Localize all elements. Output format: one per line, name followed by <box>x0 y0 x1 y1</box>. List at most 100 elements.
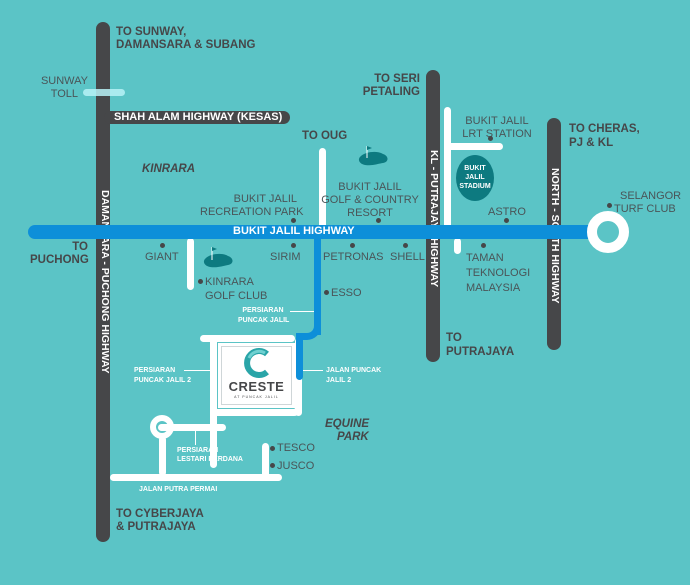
persiaran-puncak-jalil-road <box>314 237 321 335</box>
to-cyberjaya-label-1: TO CYBERJAYA <box>116 508 204 520</box>
lrt-road-vertical <box>444 107 451 235</box>
turf-club-roundabout <box>587 211 629 253</box>
tesco-dot <box>270 446 275 451</box>
stadium-label-3: STADIUM <box>459 183 491 190</box>
to-cyberjaya-label-2: & PUTRAJAYA <box>116 521 196 533</box>
astro-dot <box>504 218 509 223</box>
turf-club-label-1: SELANGOR <box>620 190 682 202</box>
kinrara-golf-label-2: GOLF CLUB <box>205 290 268 302</box>
persiaran-puncak-jalil-2-label-2: PUNCAK JALIL 2 <box>134 377 192 384</box>
lrt-road-horizontal <box>447 143 503 150</box>
persiaran-puncak-jalil-curve <box>296 318 321 340</box>
stadium-label-1: BUKIT <box>464 165 486 172</box>
kesas-highway <box>104 111 290 124</box>
petronas-dot <box>350 243 355 248</box>
jusco-label: JUSCO <box>277 460 315 472</box>
persiaran-puncak-jalil-label-1: PERSIARAN <box>242 307 284 314</box>
damansara-puchong-highway <box>96 22 110 542</box>
esso-dot <box>324 290 329 295</box>
golf-resort-label-3: RESORT <box>347 207 393 219</box>
recreation-park-label-1: BUKIT JALIL <box>233 193 297 205</box>
astro-label: ASTRO <box>488 206 526 218</box>
esso-label: ESSO <box>331 287 362 299</box>
giant-dot <box>160 243 165 248</box>
kl-putrajaya-highway-label: KL - PUTRAJAYA HIGHWAY <box>428 150 440 288</box>
jalan-putra-permai <box>110 474 282 481</box>
sirim-dot <box>291 243 296 248</box>
to-oug-label: TO OUG <box>302 130 348 142</box>
creste-logo-inner-border <box>221 346 292 405</box>
recreation-park-dot <box>291 218 296 223</box>
taman-teknologi-label-1: TAMAN <box>466 252 504 264</box>
giant-label: GIANT <box>145 251 179 263</box>
jalan-puncak-jalil-2-blue <box>296 336 303 380</box>
persiaran-puncak-jalil-2-leader <box>184 370 210 371</box>
persiaran-puncak-jalil-2-left <box>210 338 217 468</box>
bukit-jalil-stadium <box>456 155 494 201</box>
turf-club-label-2: TURF CLUB <box>614 203 676 215</box>
petronas-label: PETRONAS <box>323 251 384 263</box>
taman-teknologi-label-3: MALAYSIA <box>466 282 521 294</box>
to-puchong-label-1: TO <box>72 241 88 253</box>
kinrara-golf-icon <box>203 247 233 268</box>
kinrara-golf-label-1: KINRARA <box>205 276 254 288</box>
golf-resort-dot <box>376 218 381 223</box>
taman-teknologi-label-2: TEKNOLOGI <box>466 267 531 279</box>
lestari-perdana-label-1: PERSIARAN <box>177 447 219 454</box>
to-sunway-label-1: TO SUNWAY, <box>116 26 187 38</box>
jalan-putra-permai-label: JALAN PUTRA PERMAI <box>139 486 218 493</box>
persiaran-puncak-jalil-2-top <box>200 335 295 342</box>
kinrara-golf-road <box>187 238 194 290</box>
to-seri-petaling-label-1: TO SERI <box>374 73 420 85</box>
oug-road <box>319 148 326 234</box>
lestari-perdana-road <box>158 424 226 431</box>
creste-c-icon <box>244 348 269 378</box>
tesco-label: TESCO <box>277 442 315 454</box>
golf-resort-label-1: BUKIT JALIL <box>338 181 402 193</box>
persiaran-puncak-jalil-leader <box>290 311 314 312</box>
creste-block-bottom <box>210 408 302 416</box>
bukit-jalil-highway-label: BUKIT JALIL HIGHWAY <box>233 225 355 237</box>
sirim-label: SIRIM <box>270 251 301 263</box>
to-cheras-label-1: TO CHERAS, <box>569 123 640 135</box>
turf-club-dot <box>607 203 612 208</box>
persiaran-puncak-jalil-label-2: PUNCAK JALIL <box>238 317 290 324</box>
creste-logo-box: CRESTE AT PUNCAK JALIL <box>218 343 295 408</box>
bukit-jalil-highway <box>28 225 608 239</box>
jusco-dot <box>270 463 275 468</box>
lrt-station-label-1: BUKIT JALIL <box>465 115 529 127</box>
jalan-puncak-jalil-2-leader <box>303 370 323 371</box>
creste-tagline: AT PUNCAK JALIL <box>234 395 279 399</box>
golf-course-icon <box>358 146 388 166</box>
damansara-puchong-highway-label: DAMANSARA - PUCHONG HIGHWAY <box>99 190 111 374</box>
lestari-perdana-leader <box>195 431 196 445</box>
sunway-toll-marker <box>83 89 125 96</box>
sunway-toll-label-1: SUNWAY <box>40 75 88 87</box>
persiaran-puncak-jalil-2-label-1: PERSIARAN <box>134 367 176 374</box>
recreation-park-label-2: RECREATION PARK <box>200 206 304 218</box>
to-puchong-label-2: PUCHONG <box>30 254 89 266</box>
to-cheras-label-2: PJ & KL <box>569 137 614 149</box>
sunway-toll-label-2: TOLL <box>50 88 78 100</box>
tesco-jusco-road <box>262 443 269 479</box>
creste-name: CRESTE <box>228 379 285 394</box>
lrt-station-label-2: LRT STATION <box>462 128 532 140</box>
kinrara-golf-dot <box>198 279 203 284</box>
roundabout-small-stem <box>159 436 166 476</box>
equine-park-label-2: PARK <box>337 431 369 443</box>
kesas-highway-label: SHAH ALAM HIGHWAY (KESAS) <box>114 111 283 123</box>
stadium-label-2: JALIL <box>465 174 485 181</box>
equine-park-label-1: EQUINE <box>325 418 370 430</box>
to-seri-petaling-label-2: PETALING <box>362 86 420 98</box>
jalan-puncak-jalil-2-label-1: JALAN PUNCAK <box>326 367 382 374</box>
lrt-station-dot <box>488 136 493 141</box>
shell-dot <box>403 243 408 248</box>
kinrara-area-label: KINRARA <box>142 163 196 175</box>
jalan-puncak-jalil-2-label-2: JALIL 2 <box>326 377 352 384</box>
kl-putrajaya-highway <box>426 70 440 362</box>
golf-resort-label-2: GOLF & COUNTRY <box>321 194 419 206</box>
to-putrajaya-label-1: TO <box>446 332 462 344</box>
shell-label: SHELL <box>390 251 425 263</box>
taman-teknologi-dot <box>481 243 486 248</box>
